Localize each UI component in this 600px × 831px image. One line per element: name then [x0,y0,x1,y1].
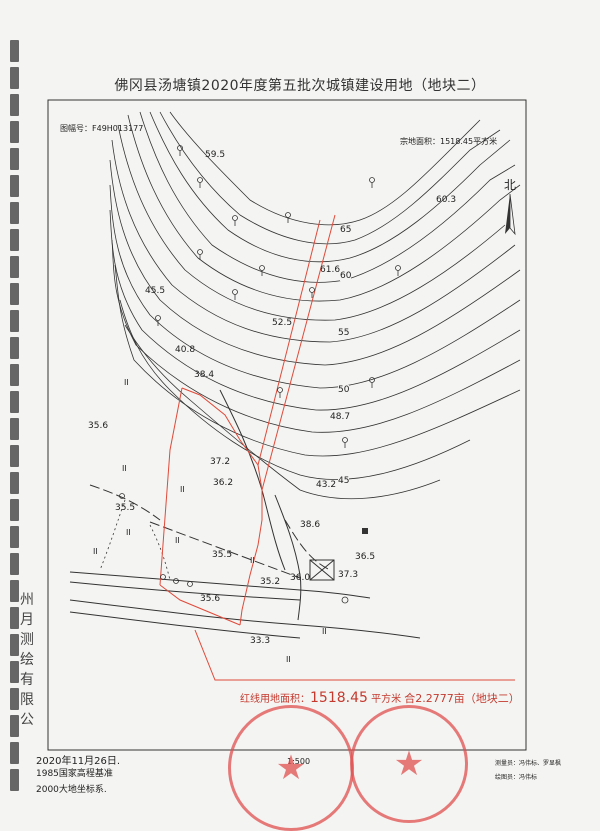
spot-height: 35.6 [200,594,221,604]
surveyor-credit: 测量员：冯伟标、罗显枫 [495,760,562,767]
binding-hole [10,769,19,791]
spot-height: 33.3 [250,636,271,646]
binding-hole [10,256,19,278]
spot-height: 35.2 [260,577,281,587]
contour-label: 65 [340,225,352,235]
spot-height: 40.8 [175,345,196,355]
point-markers [119,493,349,604]
binding-hole [10,445,19,467]
land-class-symbol: II [180,485,185,494]
land-class-symbol: II [286,655,291,664]
spot-height: 36.0 [290,573,311,583]
binding-hole [10,634,19,656]
spot-height: 38.4 [194,370,215,380]
spot-height: 37.2 [210,457,231,467]
sheet-area: 宗地面积：1518.45平方米 [400,137,498,146]
binding-hole [10,418,19,440]
binding-hole [10,472,19,494]
binding-hole [10,688,19,710]
stamp-star-icon: ★ [275,748,307,788]
spot-height: 38.6 [300,520,321,530]
spot-height: 61.6 [320,265,341,275]
land-class-symbol: II [122,464,127,473]
binding-hole [10,283,19,305]
spot-height: 35.5 [212,550,233,560]
north-arrow [505,193,516,236]
spot-height: 35.6 [88,421,109,431]
binding-hole [10,310,19,332]
elevation-datum: 1985国家高程基准 [36,769,113,779]
binding-hole [10,742,19,764]
binding-hole [10,499,19,521]
binding-hole [10,94,19,116]
binding-hole [10,229,19,251]
binding-hole [10,202,19,224]
binding-hole [10,121,19,143]
land-class-symbol: II [124,378,129,387]
spot-height: 36.5 [355,552,376,562]
north-label: 北 [504,178,517,192]
redline-parcel [159,214,515,681]
survey-date: 2020年11月26日. [36,756,121,767]
binding-hole [10,553,19,575]
binding-hole [10,67,19,89]
building-symbol [309,559,335,581]
contour-label: 60 [340,271,352,281]
contour-lines [109,111,521,500]
land-class-symbol: II [93,547,98,556]
binding-strip [0,0,30,815]
binding-hole [10,175,19,197]
spot-height: 36.2 [213,478,234,488]
binding-hole [10,391,19,413]
binding-hole [10,148,19,170]
boundary-dotted [99,499,171,581]
spot-height: 45.5 [145,286,166,296]
contour-label: 45 [338,476,350,486]
contour-label: 55 [338,328,350,338]
redline-area-label: 红线用地面积：1518.45 平方米 合2.2777亩（地块二） [240,690,520,706]
binding-hole [10,607,19,629]
spot-height: 59.5 [205,150,226,160]
spot-height: 48.7 [330,412,351,422]
drafter-credit: 绘图员：冯伟标 [495,774,538,781]
sheet-number: 图幅号：F49H013177 [60,124,144,133]
binding-hole [10,364,19,386]
road-lines [69,389,421,639]
spot-height: 60.3 [436,195,457,205]
binding-hole [10,526,19,548]
stamp-star-icon: ★ [393,744,425,784]
side-seal-text: 州 月 测 绘 有 限 公 [20,592,34,728]
spot-height: 35.5 [115,503,136,513]
map-title: 佛冈县汤塘镇2020年度第五批次城镇建设用地（地块二） [114,78,486,94]
land-class-symbol: II [322,627,327,636]
land-class-symbol: II [250,556,255,565]
stamp-natural-resources-bureau: ★ [228,705,354,831]
stamp-surveying-company: ★ [350,705,468,823]
contour-label: 50 [338,385,350,395]
boundary-dashed [89,484,331,579]
land-class-symbol: II [126,528,131,537]
spot-height: 43.2 [316,480,337,490]
spot-height: 37.3 [338,570,359,580]
binding-hole [10,580,19,602]
tree-symbols [155,145,401,448]
binding-hole [10,661,19,683]
binding-hole [10,40,19,62]
spot-height: 52.5 [272,318,293,328]
land-class-symbol: II [175,536,180,545]
binding-hole [10,715,19,737]
marker-square [362,528,368,534]
binding-hole [10,337,19,359]
coordinate-system: 2000大地坐标系. [36,785,107,795]
